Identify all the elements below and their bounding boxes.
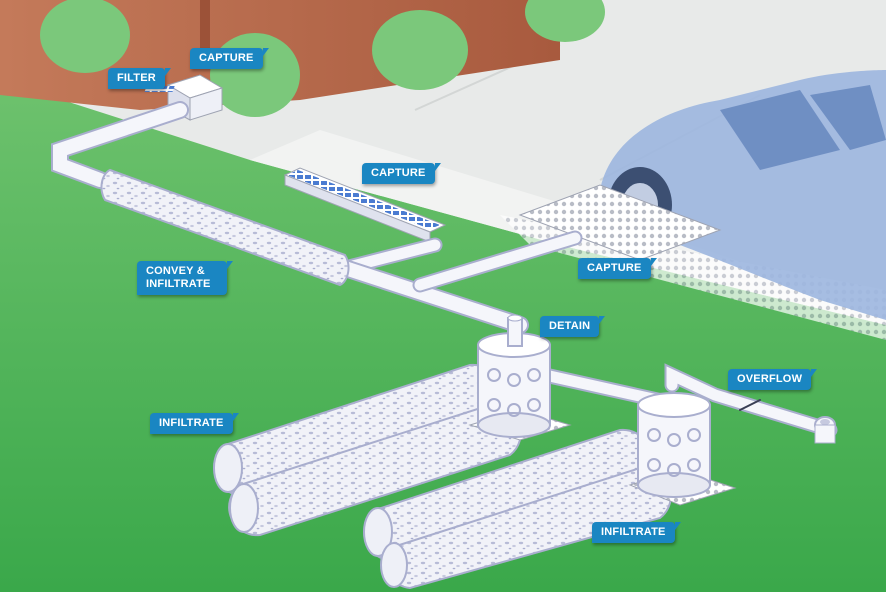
label-filter: FILTER	[108, 68, 171, 89]
trench-drain-grate-icon	[283, 167, 447, 243]
label-capture-paver: CAPTURE	[578, 258, 657, 279]
label-detain: DETAIN	[540, 316, 606, 337]
gravel-strip	[500, 215, 886, 340]
label-convey-infiltrate-line2: INFILTRATE	[146, 278, 211, 290]
downspout	[200, 0, 210, 55]
permeable-paver-icon	[518, 184, 722, 261]
detention-chamber-icon	[628, 392, 737, 506]
label-convey-infiltrate: CONVEY & INFILTRATE	[137, 261, 233, 295]
label-infiltrate-right: INFILTRATE	[592, 522, 681, 543]
label-overflow: OVERFLOW	[728, 369, 818, 390]
label-convey-infiltrate-line1: CONVEY &	[146, 265, 205, 277]
infiltration-chambers-right	[363, 428, 672, 590]
label-capture-roof: CAPTURE	[190, 48, 269, 69]
label-infiltrate-left: INFILTRATE	[150, 413, 239, 434]
gravel-pipe-upper	[100, 168, 350, 287]
label-capture-drain: CAPTURE	[362, 163, 441, 184]
overflow-outlet-icon	[814, 416, 836, 444]
detention-chamber-icon	[468, 314, 572, 441]
shrubs	[40, 0, 605, 117]
